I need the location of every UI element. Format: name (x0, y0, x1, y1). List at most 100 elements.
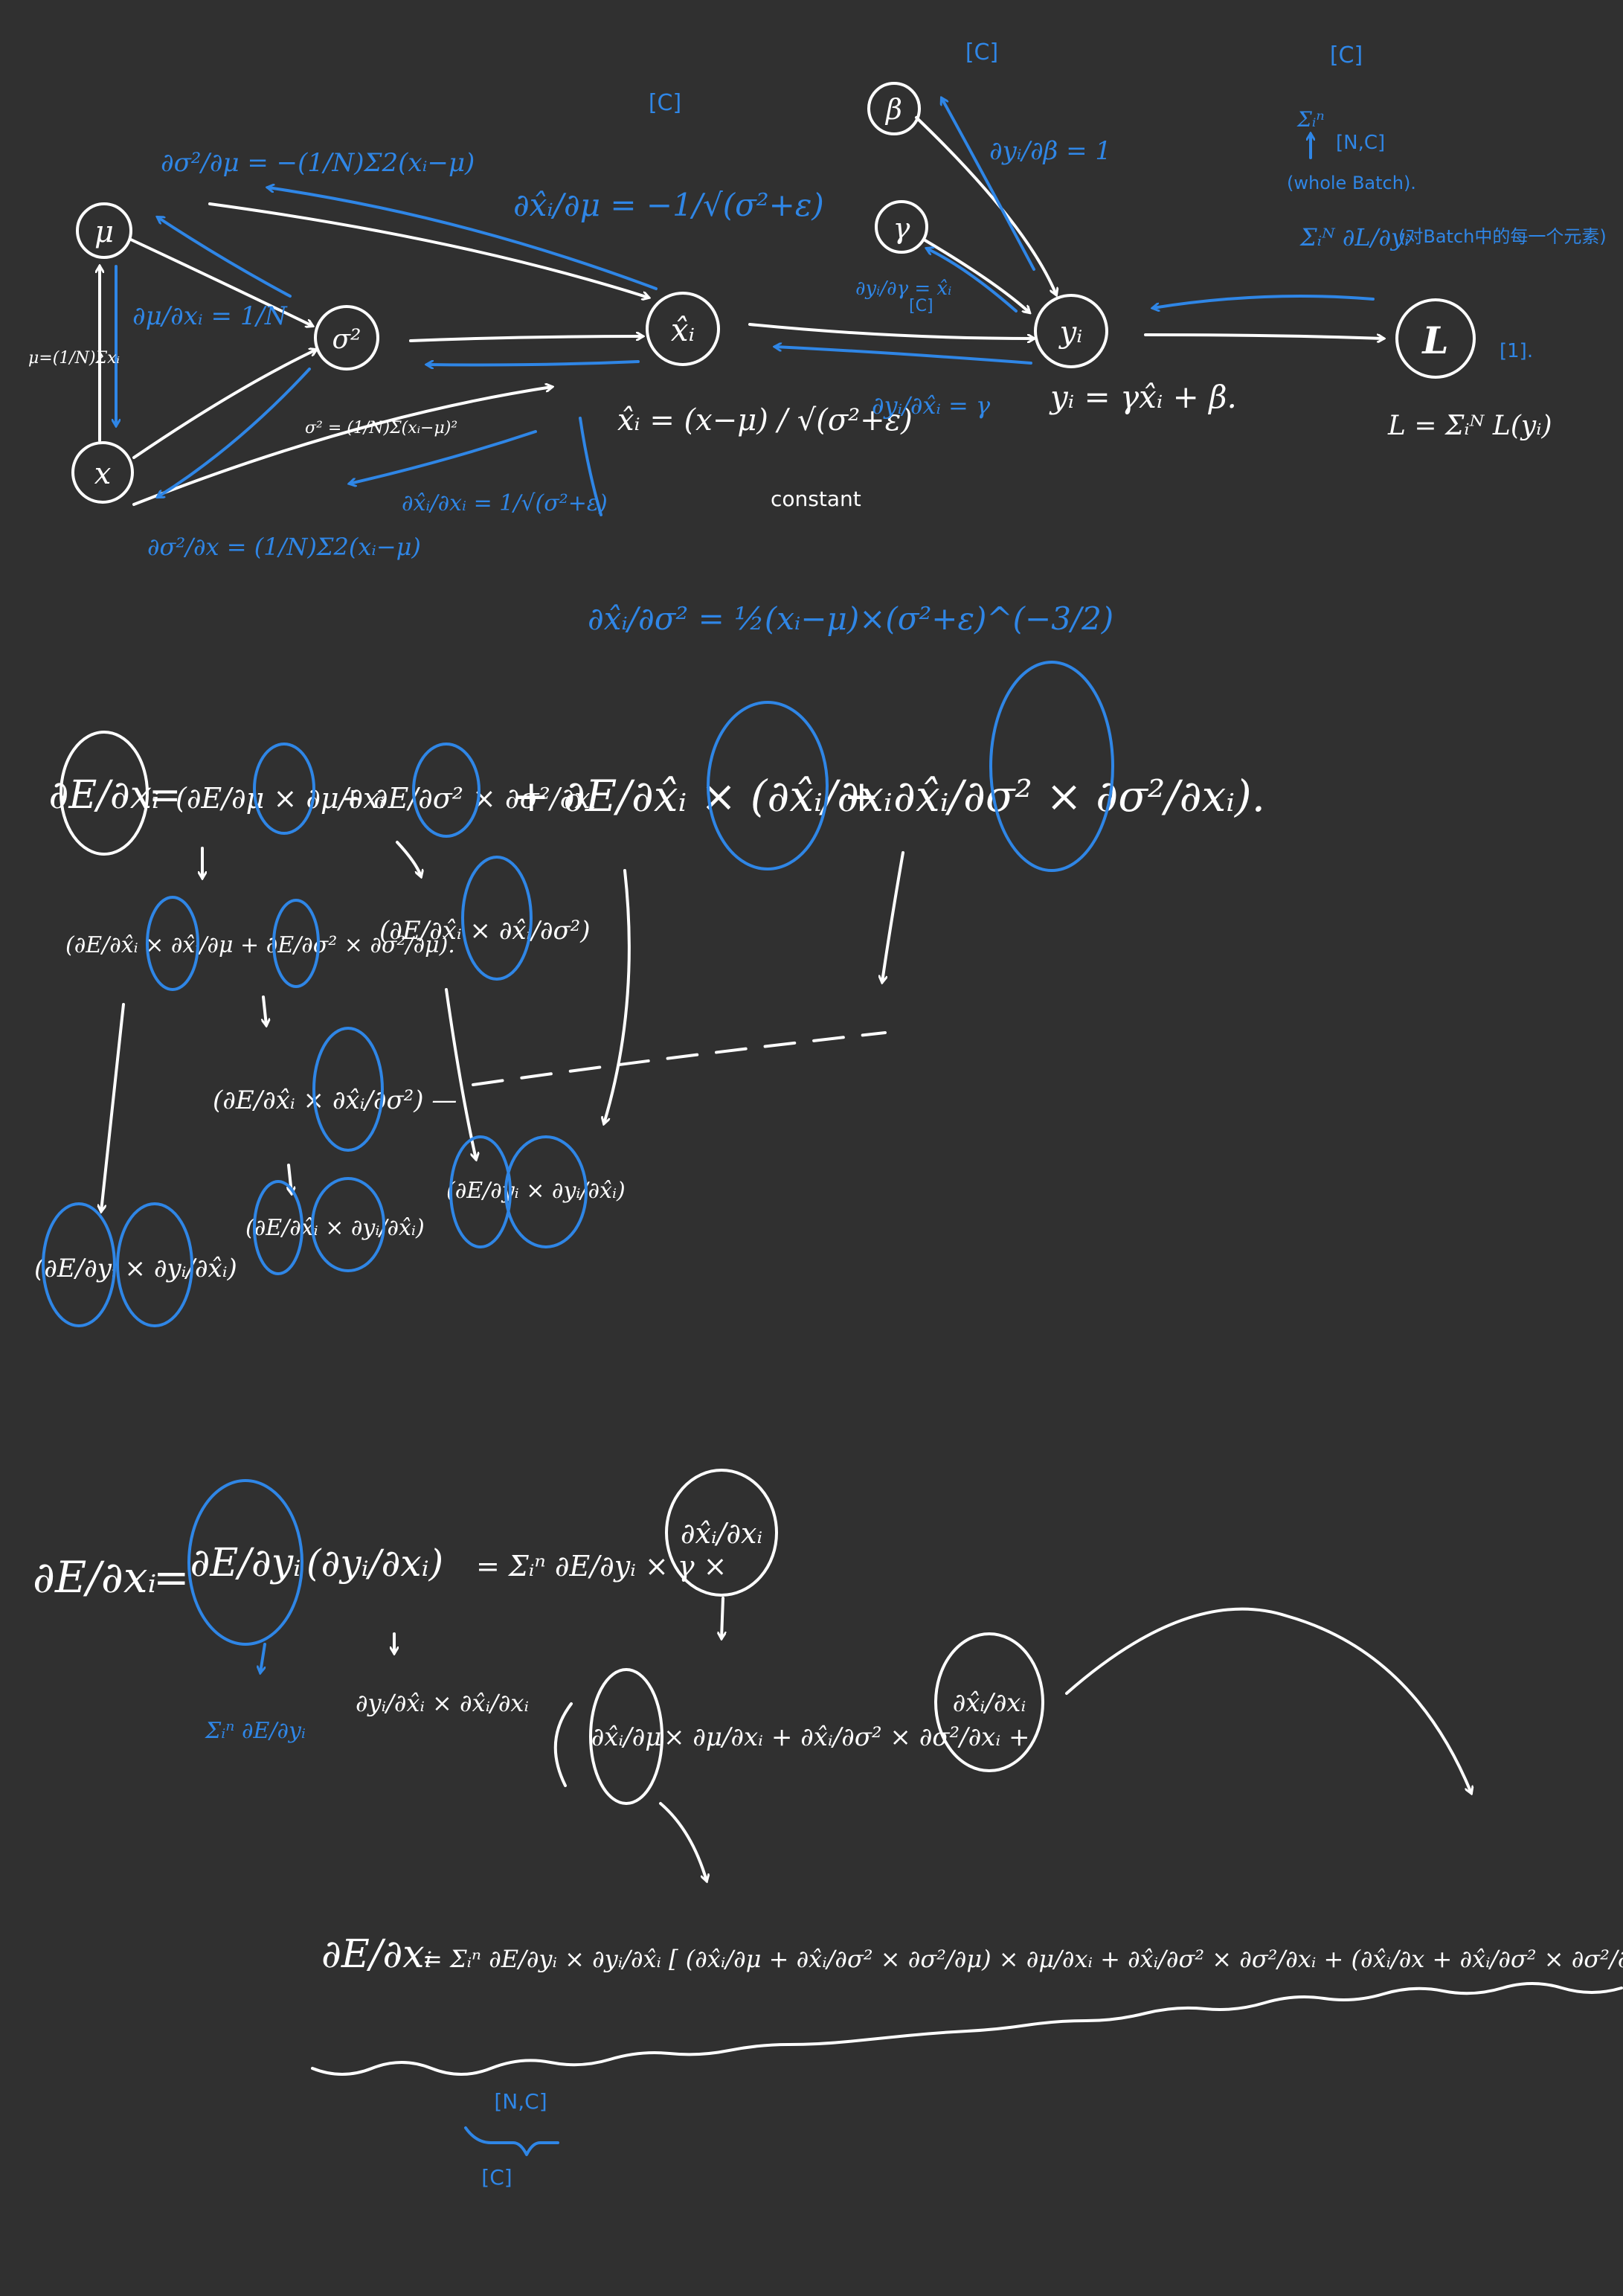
circle-dxhat-dvar-2 (312, 1027, 384, 1152)
back-hint (579, 417, 602, 516)
final-shape-c: [C] (481, 2165, 512, 2190)
tag-loss-shape: [C] (1330, 42, 1363, 68)
circle-dxhat-dvar (461, 856, 533, 981)
wavy-underline (311, 1982, 1623, 2076)
final-dy-dx: (∂yᵢ/∂xᵢ) (306, 1542, 443, 1585)
circle-leaf1-b (116, 1202, 193, 1327)
node-L-label: L (1421, 318, 1448, 362)
final-line-rhs: = Σᵢⁿ ∂E/∂yᵢ × ∂yᵢ/∂x̂ᵢ [ (∂x̂ᵢ/∂μ + ∂x̂… (422, 1945, 1623, 1973)
arrow-sub1-down (263, 995, 266, 1025)
node-beta: β (867, 82, 921, 135)
chain-term4: + ∂x̂ᵢ/∂σ² × ∂σ²/∂xᵢ). (843, 771, 1265, 821)
grad-dy-dbeta: ∂yᵢ/∂β = 1 (989, 136, 1111, 166)
chain-sub3: (∂E/∂x̂ᵢ × ∂x̂ᵢ/∂σ²) — (213, 1086, 457, 1115)
node-beta-label: β (884, 93, 902, 126)
grad-dvar-dmu: ∂σ²/∂μ = −(1/N)Σ2(xᵢ−μ) (161, 148, 475, 178)
chain-sub1: (∂E/∂x̂ᵢ × ∂x̂ᵢ/∂μ + ∂E/∂σ² × ∂σ²/∂μ). (65, 932, 455, 958)
grad-dxhat-dmu: ∂x̂ᵢ/∂μ = −1/√(σ²+ε) (513, 187, 824, 223)
final-note-prod: ∂yᵢ/∂x̂ᵢ × ∂x̂ᵢ/∂xᵢ (356, 1689, 529, 1717)
back-L-y (1153, 295, 1375, 308)
node-sigma2: σ² (314, 305, 379, 371)
back-y-xhat (775, 347, 1032, 365)
eq-y-def: yᵢ = γx̂ᵢ + β. (1049, 379, 1237, 415)
edge-mu-xhat (208, 202, 649, 298)
circle-leaf3-a (449, 1135, 512, 1248)
circle-dxh-dx (665, 1469, 778, 1597)
node-gamma-label: γ (893, 212, 910, 245)
tag-xhat-shape: [C] (649, 90, 681, 116)
chain-leaf1: (∂E/∂yᵢ × ∂yᵢ/∂x̂ᵢ) (34, 1254, 237, 1283)
chain-term1: (∂E/∂μ × ∂μ/∂xᵢ (176, 782, 385, 815)
brace-nc-c (464, 2126, 559, 2156)
edge-x-sigma2 (132, 350, 316, 459)
dashed-link (472, 1031, 887, 1086)
arrow-term3-down (604, 869, 631, 1123)
eq-constant-note: constant (771, 487, 861, 511)
final-derivation-section: ∂E/∂xᵢ = ∂E/∂yᵢ (∂yᵢ/∂xᵢ) = Σᵢⁿ ∂E/∂yᵢ ×… (33, 1469, 1623, 2190)
loss-whole-batch: (whole Batch). (1287, 173, 1416, 193)
chain-leaf2: (∂E/∂x̂ᵢ × ∂yᵢ/∂x̂ᵢ) (245, 1215, 425, 1241)
back-y-beta (942, 98, 1035, 271)
node-x-label: x (94, 457, 112, 491)
final-shape-nc: [N,C] (494, 2089, 547, 2114)
chain-eq: = (149, 773, 181, 818)
chain-leaf3: (∂E/∂yᵢ × ∂yᵢ/∂x̂ᵢ) (446, 1178, 626, 1204)
circle-dvar-dx (412, 743, 481, 838)
back-xhat-mu (268, 187, 658, 290)
big-paren-left (553, 1702, 573, 1787)
arrow-sub2-leaf (445, 988, 476, 1159)
node-sigma2-label: σ² (332, 324, 361, 355)
circle-leaf2-b (311, 1177, 385, 1272)
final-note-sum: Σᵢⁿ ∂E/∂yᵢ (205, 1718, 306, 1744)
chain-term3: + ∂E/∂x̂ᵢ × (∂x̂ᵢ/∂xᵢ (513, 771, 893, 821)
node-gamma: γ (875, 200, 928, 254)
circle-leaf2-a (253, 1180, 303, 1275)
computation-graph: μ σ² x x̂ᵢ β γ yᵢ L (28, 39, 1607, 637)
grad-dmu-dx: ∂μ/∂xᵢ = 1/N (132, 301, 288, 331)
node-mu: μ (76, 202, 132, 259)
arrow-term4-down (882, 851, 904, 982)
node-xhat: x̂ᵢ (646, 292, 720, 366)
arrow-expand-a-down (659, 1802, 707, 1881)
eq-L-def: L = Σᵢᴺ L(yᵢ) (1387, 411, 1552, 441)
arrow-to-sub2 (396, 841, 421, 876)
back-y-gamma (927, 248, 1018, 312)
node-mu-label: μ (94, 215, 114, 249)
loss-per-sample: (对Batch中的每一个元素) (1398, 226, 1607, 247)
final-de-dy: ∂E/∂yᵢ (190, 1541, 301, 1585)
circle-dxhat-dx (707, 701, 829, 870)
tag-nc-shape: [N,C] (1336, 132, 1385, 154)
grad-dy-dxhat: ∂yᵢ/∂x̂ᵢ = γ (872, 391, 991, 420)
chain-sub2: (∂E/∂x̂ᵢ × ∂x̂ᵢ/∂σ²) (379, 916, 591, 946)
final-expand-a: ∂x̂ᵢ/∂μ (591, 1722, 662, 1752)
circle-leaf1-a (42, 1202, 116, 1327)
grad-dxhat-dx: ∂x̂ᵢ/∂xᵢ = 1/√(σ²+ε) (402, 490, 608, 516)
back-xhat-sigma2 (427, 362, 640, 365)
node-L: L (1395, 298, 1476, 379)
final-line-lhs: ∂E/∂xᵢ (321, 1932, 432, 1977)
edge-mu-sigma2 (129, 238, 312, 326)
final-lhs: ∂E/∂xᵢ (33, 1552, 156, 1603)
circle-dmu-dx (253, 743, 315, 835)
final-expand-c: ∂x̂ᵢ/∂xᵢ (953, 1688, 1026, 1718)
circle-expand-a (589, 1668, 663, 1805)
circle-dxhat-dmu (146, 896, 199, 991)
circle-leaf3-b (504, 1135, 588, 1248)
node-xhat-label: x̂ᵢ (671, 312, 695, 348)
final-rhs1: = Σᵢⁿ ∂E/∂yᵢ × γ × (476, 1550, 727, 1582)
edge-y-L (1144, 333, 1383, 339)
chain-rule-section: ∂E/∂xᵢ = (∂E/∂μ × ∂μ/∂xᵢ + ∂E/∂σ² × ∂σ²/… (34, 661, 1265, 1327)
node-y: yᵢ (1034, 294, 1108, 368)
circle-dvar-dx-2 (989, 661, 1114, 872)
loss-sum-grad: Σᵢᴺ ∂L/∂yᵢ (1299, 223, 1410, 251)
eq-xhat-def: x̂ᵢ = (x−μ) / √(σ²+ε) (617, 403, 913, 437)
back-sigma2-mu (158, 217, 292, 298)
circle-dvar-dmu (272, 899, 320, 988)
eq-mu-def: μ=(1/N)Σxᵢ (28, 349, 120, 368)
final-expand-b: × ∂μ/∂xᵢ + ∂x̂ᵢ/∂σ² × ∂σ²/∂xᵢ + (663, 1722, 1029, 1752)
edge-sigma2-xhat (409, 336, 643, 342)
eq-var-def: σ² = (1/N)Σ(xᵢ−μ)² (305, 419, 457, 437)
arrow-de-dy-down (260, 1643, 266, 1673)
back-xhat-x (350, 430, 537, 484)
